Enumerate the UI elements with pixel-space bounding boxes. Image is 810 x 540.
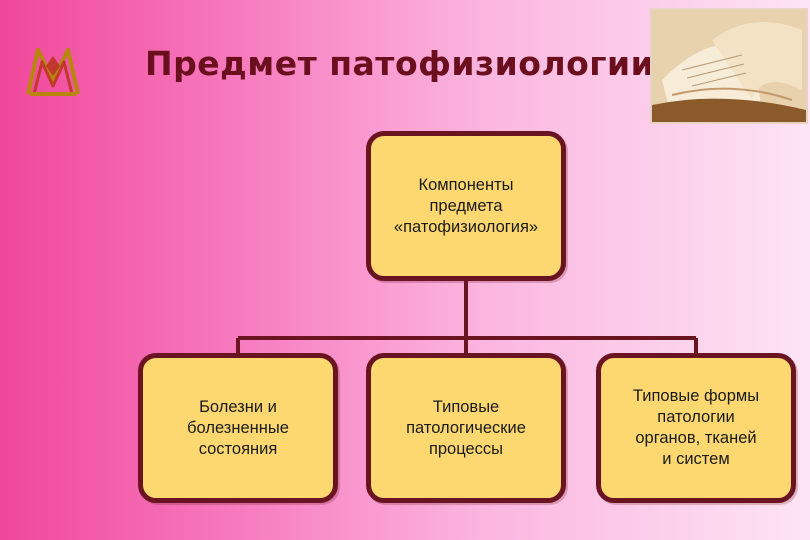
root-node-label: Компоненты предмета «патофизиология» <box>393 175 539 236</box>
child-node-processes-label: Типовые патологические процессы <box>406 397 526 458</box>
book-photo <box>650 8 808 124</box>
child-node-diseases: Болезни и болезненные состояния <box>138 353 338 503</box>
child-node-diseases-label: Болезни и болезненные состояния <box>187 397 289 458</box>
child-node-processes: Типовые патологические процессы <box>366 353 566 503</box>
child-node-forms-label: Типовые формы патологии органов, тканей … <box>632 387 760 468</box>
page-title: Предмет патофизиологии <box>145 44 655 83</box>
child-node-forms: Типовые формы патологии органов, тканей … <box>596 353 796 503</box>
root-node: Компоненты предмета «патофизиология» <box>366 131 566 281</box>
logo-monogram-icon <box>22 40 84 102</box>
